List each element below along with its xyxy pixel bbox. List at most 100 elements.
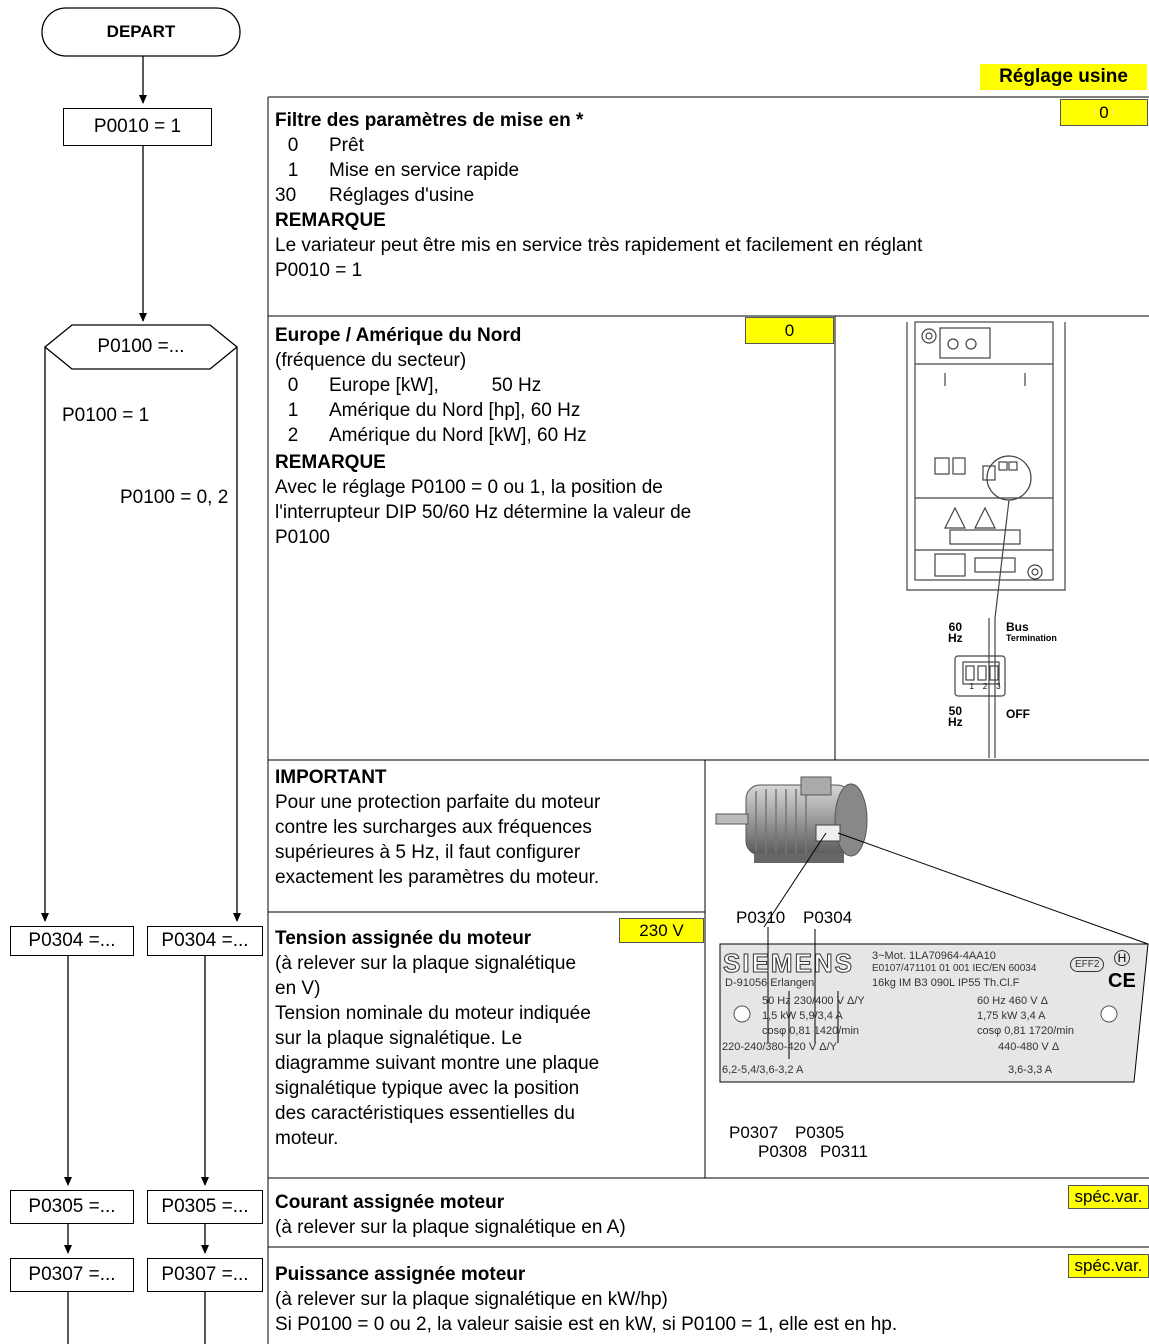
p0304-line: Tension nominale du moteur indiquée [275, 1001, 599, 1026]
important-line: Pour une protection parfaite du moteur [275, 790, 600, 815]
siemens-logo: SIEMENS [723, 948, 854, 979]
p0304-line: sur la plaque signalétique. Le [275, 1026, 599, 1051]
callout-p0304: P0304 [803, 908, 852, 928]
p0010-note-line: Le variateur peut être mis en service tr… [275, 233, 922, 258]
nameplate-line: 6,2-5,4/3,6-3,2 A [722, 1064, 803, 1076]
nameplate-line: 16kg IM B3 090L IP55 Th.Cl.F [872, 977, 1019, 989]
dip-off-label: OFF [1006, 707, 1030, 721]
p0304-step-right[interactable]: P0304 =... [147, 926, 263, 956]
p0305-section: Courant assignée moteur (à relever sur l… [275, 1190, 626, 1240]
option-number: 0 [275, 373, 311, 398]
p0307-line: Si P0100 = 0 ou 2, la valeur saisie est … [275, 1312, 897, 1337]
nameplate-line: D-91056 Erlangen [725, 977, 814, 989]
p0305-default-badge: spéc.var. [1068, 1185, 1149, 1209]
branch-label-p0100-0-2: P0100 = 0, 2 [120, 485, 228, 510]
callout-p0310: P0310 [736, 908, 785, 928]
p0100-note-line: l'interrupteur DIP 50/60 Hz détermine la… [275, 500, 691, 525]
nameplate-line: cosφ 0,81 1420/min [762, 1025, 859, 1037]
p0307-line: (à relever sur la plaque signalétique en… [275, 1287, 897, 1312]
p0100-section: Europe / Amérique du Nord (fréquence du … [275, 323, 691, 550]
p0304-line: des caractéristiques essentielles du [275, 1101, 599, 1126]
important-title: IMPORTANT [275, 765, 600, 790]
important-line: contre les surcharges aux fréquences [275, 815, 600, 840]
option-label: Réglages d'usine [315, 183, 474, 208]
option-label: Amérique du Nord [kW], 60 Hz [311, 423, 587, 448]
p0304-line: en V) [275, 976, 599, 1001]
important-section: IMPORTANT Pour une protection parfaite d… [275, 765, 600, 890]
p0305-title: Courant assignée moteur [275, 1190, 626, 1215]
p0304-line: (à relever sur la plaque signalétique [275, 951, 599, 976]
nameplate-line: 3~Mot. 1LA70964-4AA10 [872, 950, 996, 962]
important-line: supérieures à 5 Hz, il faut configurer [275, 840, 600, 865]
p0100-subtitle: (fréquence du secteur) [275, 348, 691, 373]
p0010-step[interactable]: P0010 = 1 [63, 108, 212, 146]
p0307-step-left[interactable]: P0307 =... [10, 1258, 134, 1292]
callout-p0307: P0307 [729, 1123, 778, 1143]
p0305-step-left[interactable]: P0305 =... [10, 1190, 134, 1224]
option-number: 30 [275, 183, 315, 208]
branch-label-p0100-1: P0100 = 1 [62, 403, 149, 428]
p0100-option: 2 Amérique du Nord [kW], 60 Hz [275, 423, 691, 448]
p0010-section: Filtre des paramètres de mise en * 0 Prê… [275, 108, 922, 283]
p0010-title: Filtre des paramètres de mise en * [275, 108, 922, 133]
p0010-note-line: P0010 = 1 [275, 258, 922, 283]
p0304-line: moteur. [275, 1126, 599, 1151]
option-number: 1 [275, 158, 311, 183]
option-label: Amérique du Nord [hp], 60 Hz [311, 398, 580, 423]
option-number: 1 [275, 398, 311, 423]
nameplate-line: 50 Hz 230/400 V Δ/Y [762, 995, 865, 1007]
p0304-line: signalétique typique avec la position [275, 1076, 599, 1101]
nameplate-line: cosφ 0,81 1720/min [977, 1025, 1074, 1037]
p0304-title: Tension assignée du moteur [275, 926, 599, 951]
p0100-option: 0 Europe [kW], 50 Hz [275, 373, 691, 398]
p0010-option: 30 Réglages d'usine [275, 183, 922, 208]
p0305-line: (à relever sur la plaque signalétique en… [275, 1215, 626, 1240]
nameplate-line: 220-240/380-420 V Δ/Y [722, 1041, 837, 1053]
p0010-default-badge: 0 [1060, 99, 1148, 126]
p0010-note-title: REMARQUE [275, 208, 922, 233]
p0304-section: Tension assignée du moteur (à relever su… [275, 926, 599, 1151]
nameplate-line: 1,5 kW 5,9/3,4 A [762, 1010, 843, 1022]
nameplate-line: 60 Hz 460 V Δ [977, 995, 1048, 1007]
p0304-step-left[interactable]: P0304 =... [10, 926, 134, 956]
nameplate-line: 440-480 V Δ [998, 1041, 1059, 1053]
p0100-default-badge: 0 [745, 317, 834, 344]
p0100-note-title: REMARQUE [275, 450, 691, 475]
eff2-mark: EFF2 [1070, 957, 1104, 972]
option-number: 0 [275, 133, 311, 158]
callout-p0305: P0305 [795, 1123, 844, 1143]
p0305-step-right[interactable]: P0305 =... [147, 1190, 263, 1224]
p0307-step-right[interactable]: P0307 =... [147, 1258, 263, 1292]
p0307-default-badge: spéc.var. [1068, 1254, 1149, 1278]
p0010-option: 0 Prêt [275, 133, 922, 158]
important-line: exactement les paramètres du moteur. [275, 865, 600, 890]
nameplate-line: 1,75 kW 3,4 A [977, 1010, 1045, 1022]
ce-mark: CE [1108, 970, 1136, 993]
p0304-line: diagramme suivant montre une plaque [275, 1051, 599, 1076]
nameplate-line: E0107/471101 01 001 IEC/EN 60034 [872, 963, 1036, 974]
option-label: Mise en service rapide [311, 158, 519, 183]
p0304-default-badge: 230 V [619, 918, 704, 943]
callout-p0308: P0308 [758, 1142, 807, 1162]
p0100-note-line: P0100 [275, 525, 691, 550]
callout-p0311: P0311 [820, 1142, 868, 1162]
p0307-title: Puissance assignée moteur [275, 1262, 897, 1287]
p0307-section: Puissance assignée moteur (à relever sur… [275, 1262, 897, 1337]
p0100-note-line: Avec le réglage P0100 = 0 ou 1, la posit… [275, 475, 691, 500]
p0100-option: 1 Amérique du Nord [hp], 60 Hz [275, 398, 691, 423]
option-label: Prêt [311, 133, 364, 158]
option-number: 2 [275, 423, 311, 448]
p0010-option: 1 Mise en service rapide [275, 158, 922, 183]
nameplate-line: 3,6-3,3 A [1008, 1064, 1052, 1076]
start-terminal-label: DEPART [42, 8, 240, 56]
option-label: Europe [kW], 50 Hz [311, 373, 541, 398]
inverter-dip-switch-illustration [895, 318, 1095, 758]
p0100-decision-label[interactable]: P0100 =... [72, 325, 210, 369]
p0100-title: Europe / Amérique du Nord [275, 323, 691, 348]
motor-icon [716, 777, 867, 863]
factory-setting-header: Réglage usine [980, 64, 1147, 90]
